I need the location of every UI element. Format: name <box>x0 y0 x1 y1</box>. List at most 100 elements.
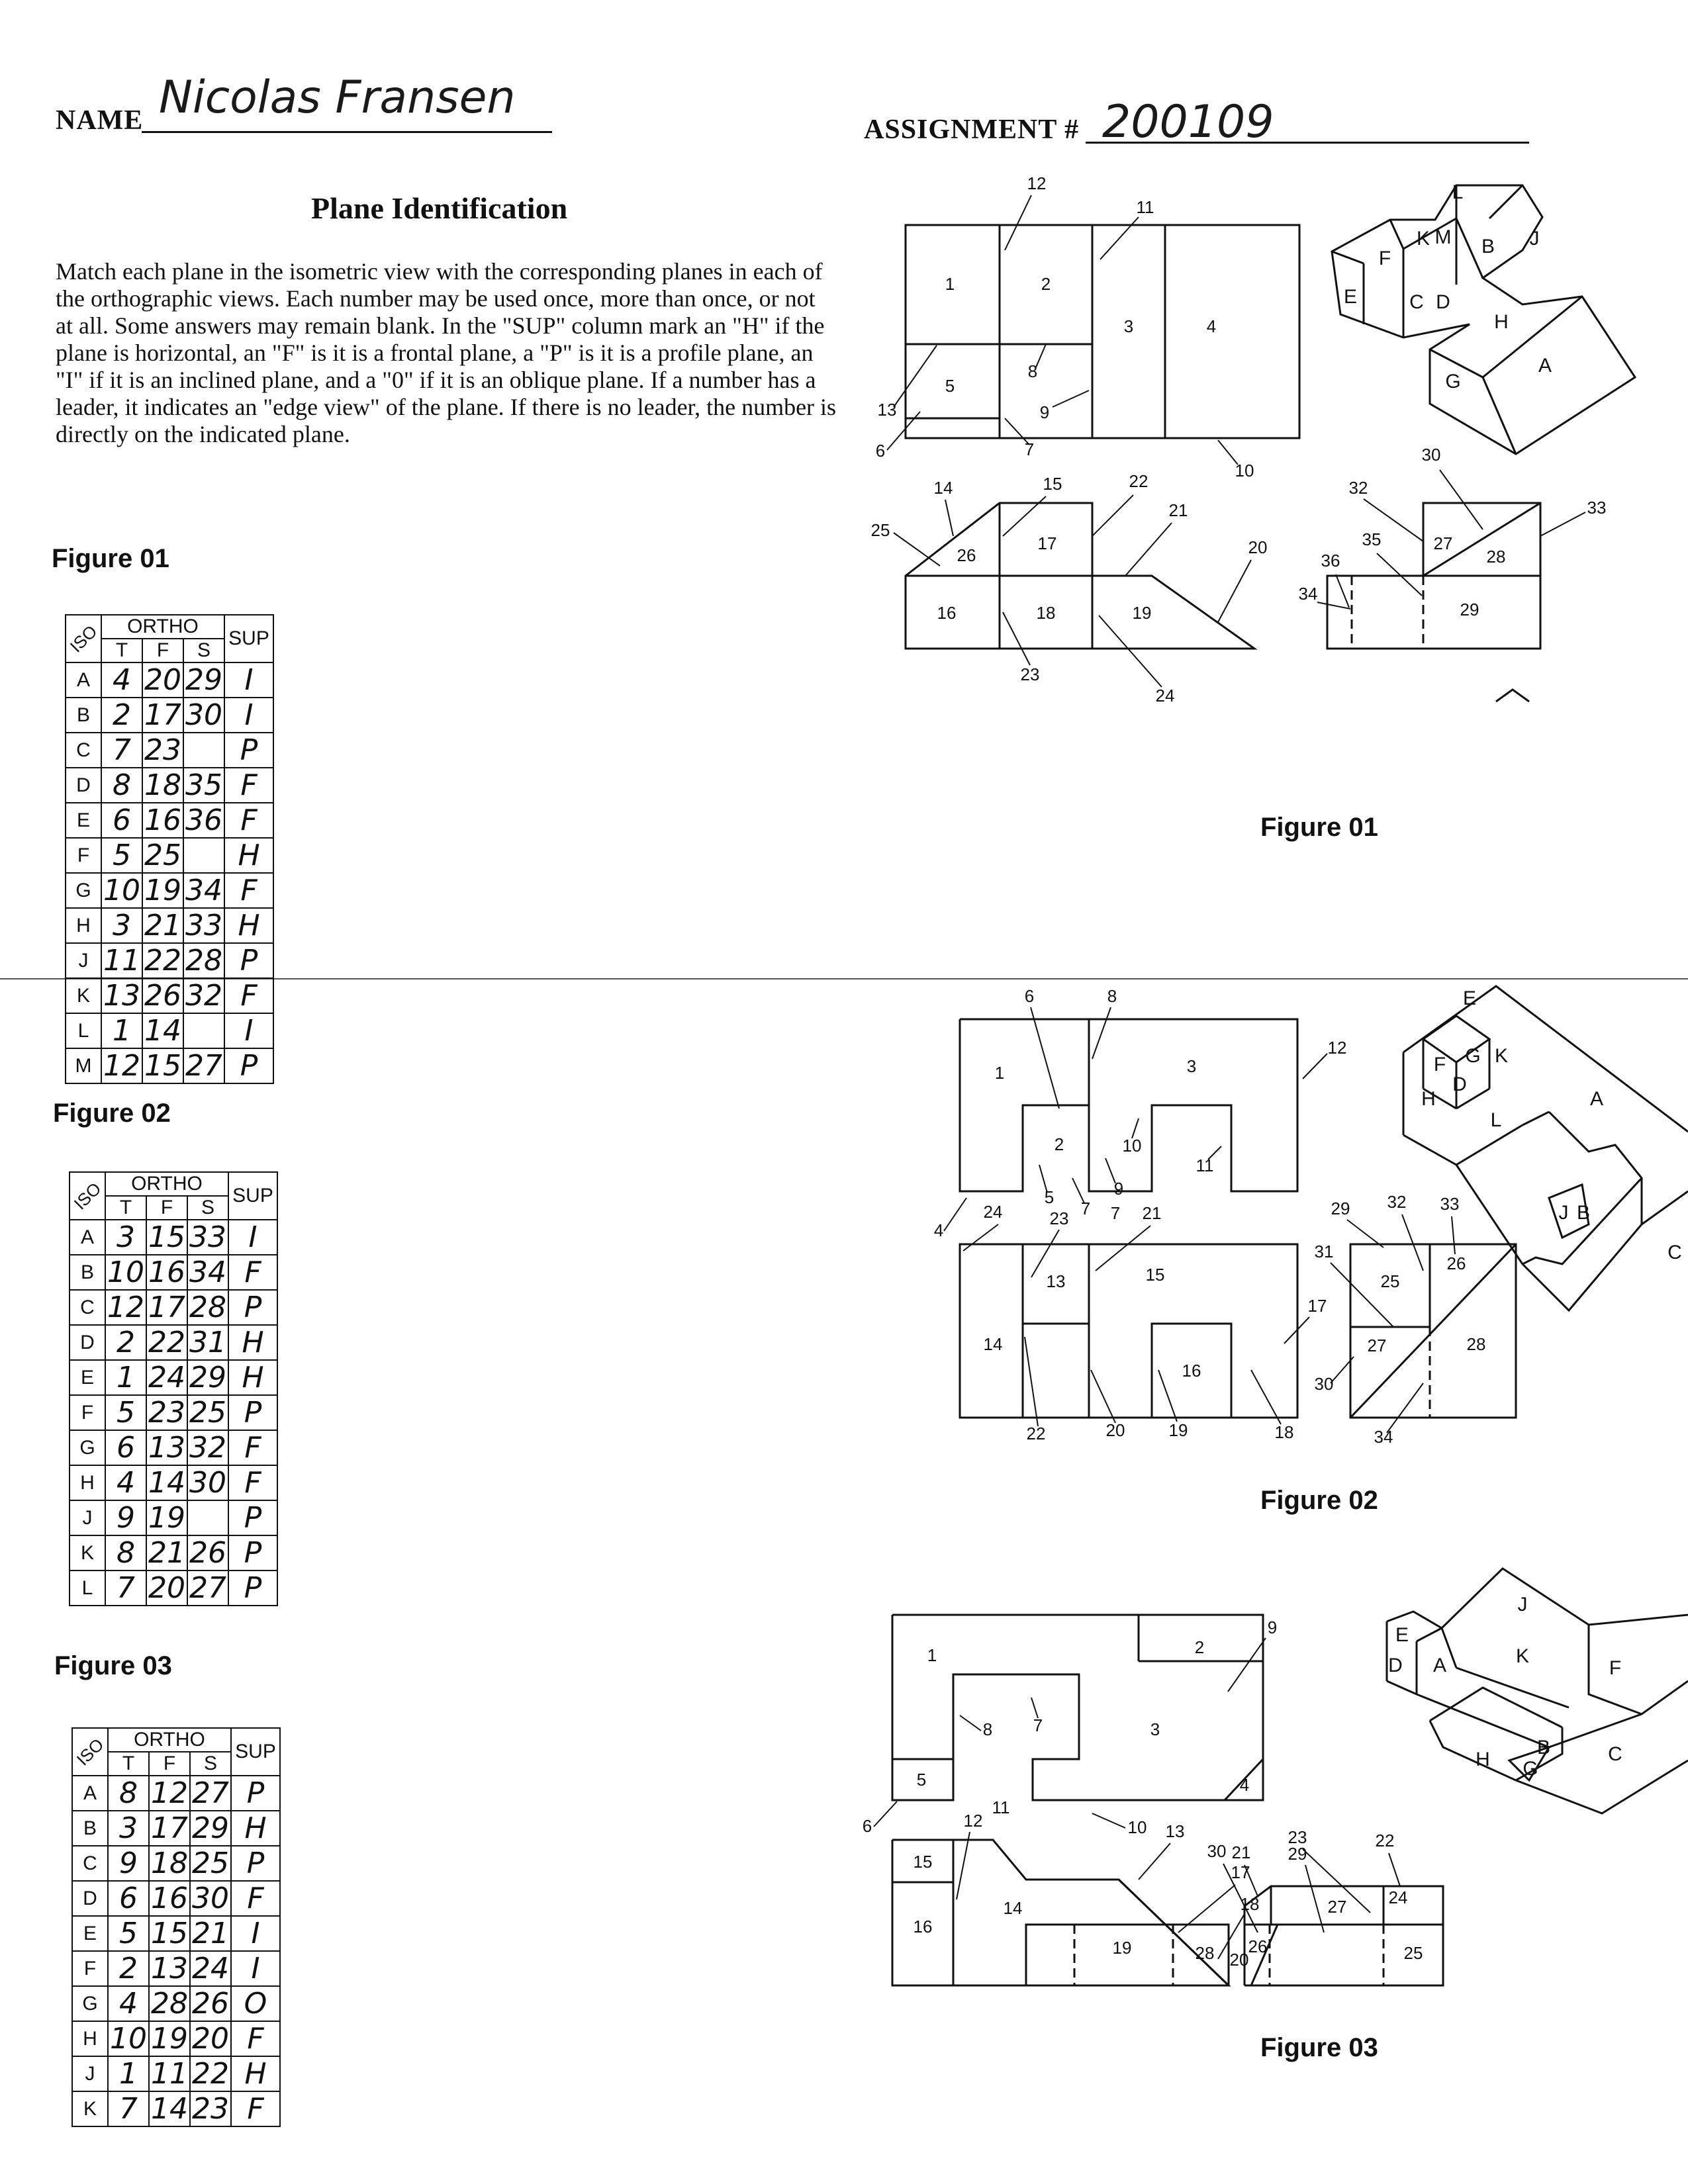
iso-letter: K <box>65 978 102 1014</box>
top-view-header: T <box>105 1195 147 1220</box>
svg-text:9: 9 <box>1268 1617 1277 1637</box>
iso-letter: J <box>65 942 102 979</box>
top-answer: 11 <box>101 942 143 979</box>
iso-header: ISO <box>69 1171 106 1220</box>
svg-text:36: 36 <box>1321 551 1340 570</box>
instructions: Match each plane in the isometric view w… <box>56 258 837 447</box>
side-answer: 28 <box>187 1289 229 1326</box>
svg-text:G: G <box>1465 1045 1480 1067</box>
figure-02-drawing-label: Figure 02 <box>1260 1486 1378 1515</box>
svg-text:9: 9 <box>1040 402 1049 422</box>
top-answer: 13 <box>101 978 143 1014</box>
sup-answer: H <box>228 1359 278 1396</box>
svg-text:C: C <box>1409 291 1424 313</box>
front-answer: 25 <box>142 837 184 874</box>
iso-letter: E <box>65 802 102 839</box>
svg-text:23: 23 <box>1021 664 1040 684</box>
side-answer: 27 <box>183 1048 225 1084</box>
top-answer: 7 <box>101 732 143 768</box>
svg-text:D: D <box>1452 1073 1467 1095</box>
svg-text:10: 10 <box>1128 1817 1147 1837</box>
front-answer: 15 <box>146 1219 188 1255</box>
side-answer: 25 <box>187 1394 229 1431</box>
svg-text:6: 6 <box>1025 986 1034 1006</box>
side-answer: 26 <box>187 1535 229 1571</box>
svg-text:3: 3 <box>1124 316 1133 336</box>
svg-text:15: 15 <box>1043 474 1062 494</box>
svg-text:13: 13 <box>1047 1271 1066 1291</box>
side-answer: 29 <box>187 1359 229 1396</box>
figure-02-front-leaders <box>962 1224 1310 1427</box>
name-label: NAME <box>56 105 144 136</box>
figure-03-top-leaders <box>873 1637 1266 1829</box>
side-view-header: S <box>189 1751 232 1776</box>
iso-letter: H <box>65 907 102 944</box>
top-answer: 3 <box>101 907 143 944</box>
svg-text:F: F <box>1379 248 1391 269</box>
svg-text:8: 8 <box>983 1719 992 1739</box>
svg-text:8: 8 <box>1107 986 1117 1006</box>
iso-header: ISO <box>71 1727 109 1776</box>
svg-text:26: 26 <box>1248 1936 1268 1956</box>
svg-text:19: 19 <box>1113 1938 1132 1958</box>
svg-text:13: 13 <box>1166 1821 1185 1841</box>
svg-text:24: 24 <box>984 1202 1003 1222</box>
figure-01-front-view <box>904 502 1258 650</box>
iso-letter: K <box>69 1535 106 1571</box>
sup-answer: H <box>230 2056 281 2092</box>
top-answer: 9 <box>107 1845 150 1882</box>
svg-text:F: F <box>1434 1054 1446 1075</box>
front-answer: 23 <box>142 732 184 768</box>
front-answer: 14 <box>146 1465 188 1501</box>
svg-text:J: J <box>1559 1202 1569 1224</box>
front-answer: 17 <box>142 697 184 733</box>
svg-text:20: 20 <box>1106 1420 1125 1440</box>
top-answer: 9 <box>105 1500 147 1536</box>
svg-text:G: G <box>1523 1758 1538 1780</box>
svg-text:22: 22 <box>1376 1831 1395 1850</box>
top-answer: 8 <box>105 1535 147 1571</box>
side-answer: 31 <box>187 1324 229 1361</box>
iso-letter: A <box>65 662 102 698</box>
svg-text:9: 9 <box>1114 1179 1123 1199</box>
assignment-label: ASSIGNMENT # <box>864 114 1080 145</box>
svg-text:14: 14 <box>984 1334 1003 1354</box>
svg-text:26: 26 <box>957 545 976 565</box>
sup-answer: I <box>230 1915 281 1952</box>
svg-text:B: B <box>1481 236 1495 257</box>
front-answer: 17 <box>146 1289 188 1326</box>
svg-text:27: 27 <box>1434 533 1453 553</box>
sup-header: SUP <box>224 614 274 663</box>
svg-text:25: 25 <box>871 520 890 540</box>
svg-text:B: B <box>1537 1737 1550 1758</box>
figure-03-side-leaders <box>1223 1848 1401 1933</box>
side-answer: 36 <box>183 802 225 839</box>
front-answer: 17 <box>148 1810 191 1846</box>
top-answer: 10 <box>101 872 143 909</box>
top-answer: 1 <box>107 2056 150 2092</box>
svg-text:4: 4 <box>1240 1775 1249 1795</box>
top-answer: 10 <box>105 1254 147 1291</box>
svg-text:C: C <box>1608 1743 1622 1765</box>
svg-text:G: G <box>1445 371 1460 392</box>
svg-text:H: H <box>1494 311 1509 333</box>
svg-text:29: 29 <box>1331 1199 1350 1218</box>
sup-answer: P <box>228 1394 278 1431</box>
side-answer: 23 <box>189 2091 232 2127</box>
side-answer: 26 <box>189 1985 232 2022</box>
svg-text:A: A <box>1590 1088 1603 1110</box>
svg-text:22: 22 <box>1027 1424 1046 1443</box>
svg-text:A: A <box>1433 1655 1446 1676</box>
iso-letter: F <box>65 837 102 874</box>
svg-text:B: B <box>1577 1202 1590 1224</box>
iso-letter: M <box>65 1048 102 1084</box>
svg-text:11: 11 <box>1196 1156 1214 1175</box>
figure-01-top-leaders <box>886 195 1239 465</box>
